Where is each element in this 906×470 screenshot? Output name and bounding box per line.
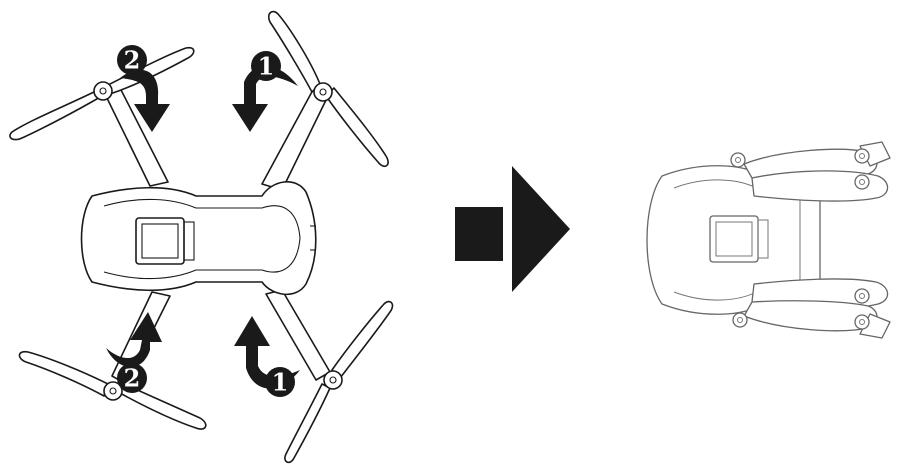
step-badge-1-top: 1 [251, 51, 281, 81]
fold-arrow-front-right: 1 [232, 51, 298, 132]
propeller-front-right [267, 10, 389, 168]
drone-body-folded [646, 165, 821, 315]
right-arrow-icon [455, 166, 570, 292]
unfolded-drone: 1 2 1 2 [9, 10, 394, 464]
folded-arms-top [730, 141, 891, 202]
step-number: 2 [124, 364, 141, 393]
front-left-arm [103, 83, 169, 187]
front-right-arm [261, 87, 329, 191]
step-badge-1-bottom: 1 [265, 367, 295, 397]
step-badge-2-top: 2 [117, 45, 147, 75]
fold-arrow-rear-left: 2 [106, 312, 162, 393]
folded-arms-bottom [732, 278, 891, 339]
propeller-front-left [9, 46, 195, 141]
propeller-rear-left [18, 350, 207, 430]
step-badge-2-bottom: 2 [117, 363, 147, 393]
rear-right-arm [265, 289, 331, 381]
folded-drone [646, 141, 891, 339]
propeller-rear-right [284, 300, 394, 464]
step-number: 1 [272, 368, 289, 397]
step-number: 2 [124, 46, 141, 75]
drone-body [80, 181, 317, 296]
fold-arrow-rear-right: 1 [234, 316, 300, 397]
step-number: 1 [258, 52, 275, 81]
fold-arrow-front-left: 2 [117, 45, 170, 132]
